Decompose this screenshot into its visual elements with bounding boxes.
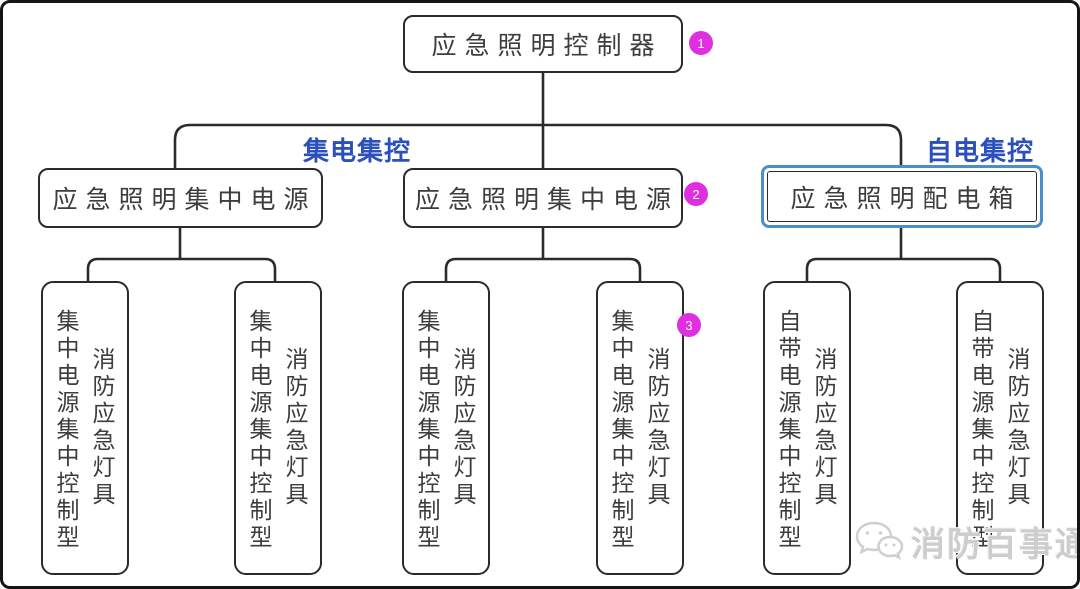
leaf-line2: 消防应急灯具 (811, 347, 836, 509)
badge-number: 1 (697, 35, 705, 51)
node-label: 应急照明控制器 (431, 33, 663, 60)
leaf-line1: 集中电源集中控制型 (53, 309, 78, 552)
leaf-line2: 消防应急灯具 (89, 347, 114, 509)
node-distribution-box-highlight: 应急照明配电箱 (761, 165, 1043, 228)
numbered-badge-1: 1 (689, 31, 713, 55)
node-distribution-box: 应急照明配电箱 (767, 171, 1037, 222)
numbered-badge-2: 2 (684, 182, 708, 206)
leaf-node-central-power-lamp-1: 集中电源集中控制型 消防应急灯具 (41, 281, 129, 575)
leaf-line1: 自带电源集中控制型 (775, 309, 800, 552)
node-central-power-supply-middle: 应急照明集中电源 (403, 168, 683, 228)
leaf-line2: 消防应急灯具 (450, 347, 475, 509)
leaf-line2: 消防应急灯具 (1004, 347, 1029, 509)
leaf-line1: 集中电源集中控制型 (414, 309, 439, 552)
numbered-badge-3: 3 (677, 313, 701, 337)
branch-label-centralized-power-control: 集电集控 (303, 136, 412, 166)
leaf-line1: 集中电源集中控制型 (246, 309, 271, 552)
leaf-line2: 消防应急灯具 (282, 347, 307, 509)
leaf-node-central-power-lamp-4: 集中电源集中控制型 消防应急灯具 (596, 281, 684, 575)
leaf-node-central-power-lamp-2: 集中电源集中控制型 消防应急灯具 (234, 281, 322, 575)
leaf-node-central-power-lamp-3: 集中电源集中控制型 消防应急灯具 (402, 281, 490, 575)
leaf-line1: 自带电源集中控制型 (968, 309, 993, 552)
node-label: 应急照明配电箱 (790, 185, 1022, 213)
leaf-line2: 消防应急灯具 (644, 347, 669, 509)
leaf-node-self-power-lamp-2: 自带电源集中控制型 消防应急灯具 (956, 281, 1044, 575)
leaf-line1: 集中电源集中控制型 (608, 309, 633, 552)
node-emergency-lighting-controller: 应急照明控制器 (403, 15, 683, 73)
branch-label-self-power-control: 自电集控 (926, 136, 1035, 166)
badge-number: 2 (692, 186, 700, 202)
node-label: 应急照明集中电源 (414, 187, 679, 214)
badge-number: 3 (685, 317, 693, 333)
node-label: 应急照明集中电源 (52, 187, 317, 214)
node-central-power-supply-left: 应急照明集中电源 (38, 168, 323, 228)
connector-lines (86, 73, 1002, 281)
leaf-node-self-power-lamp-1: 自带电源集中控制型 消防应急灯具 (763, 281, 851, 575)
